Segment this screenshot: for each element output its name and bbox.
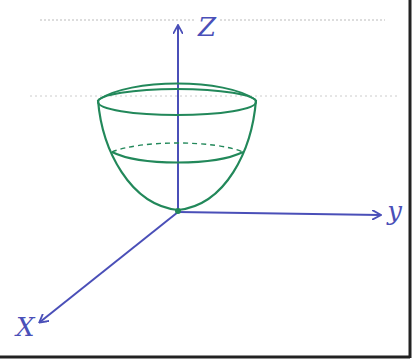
- paraboloid-outline: [98, 100, 256, 210]
- y-axis: [178, 212, 380, 215]
- axis-label-z: Z: [196, 14, 218, 40]
- origin-point: [175, 208, 181, 214]
- level-curve-hidden: [112, 143, 243, 152]
- z-axis: [177, 26, 179, 212]
- level-curve: [112, 152, 243, 163]
- paraboloid-rim: [98, 84, 256, 101]
- frame-edge: [409, 0, 412, 358]
- paraboloid-rim: [98, 89, 256, 115]
- axis-label-y: y: [385, 198, 404, 224]
- axis-label-x: X: [14, 314, 37, 340]
- ruled-line: [30, 96, 400, 97]
- frame-edge: [0, 356, 410, 359]
- x-axis: [40, 212, 178, 322]
